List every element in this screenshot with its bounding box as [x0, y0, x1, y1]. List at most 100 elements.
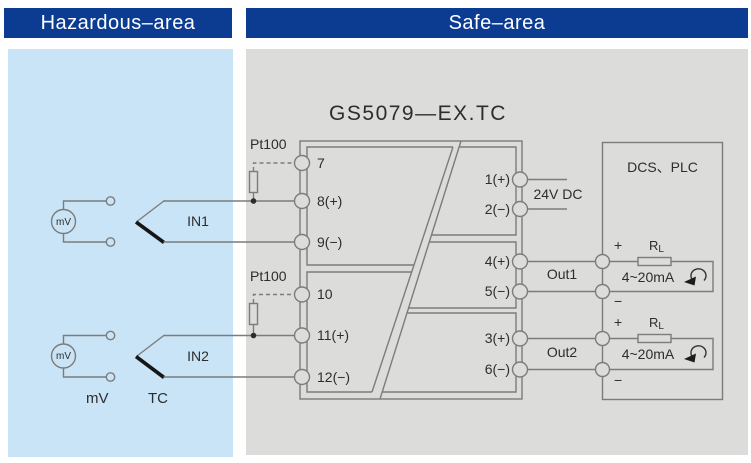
pt100-option-2 — [248, 293, 295, 339]
terminal-4-circle — [511, 253, 529, 270]
in2-input-circuit — [50, 330, 295, 382]
terminal-6-circle — [511, 361, 529, 378]
out2-loop-arrowhead-icon — [684, 353, 696, 363]
in1-source-top-wire — [62, 200, 106, 210]
out1-range-label: 4~20mA — [621, 269, 675, 285]
out1-loop-arrow-icon — [690, 268, 707, 281]
pt100-1-junction-dot — [250, 198, 257, 204]
isolator-outer-frame — [299, 140, 523, 400]
in2-source-bottom-wire — [62, 368, 106, 378]
in2-label: IN2 — [187, 347, 209, 364]
safe-area-panel — [246, 49, 748, 455]
in1-source-terminal-top — [105, 196, 116, 206]
in2-source-terminal-bottom — [105, 372, 116, 382]
in1-source-bottom-wire — [62, 233, 106, 243]
terminal-7-label: 7 — [317, 154, 325, 171]
terminal-12-circle — [293, 368, 311, 386]
terminal-3-circle — [511, 330, 529, 347]
power-section-box — [431, 146, 517, 236]
isolation-barrier-right-diagonal — [379, 140, 462, 400]
terminal-10-circle — [293, 286, 311, 303]
terminal-2-label: 2(−) — [484, 200, 510, 217]
in1-mv-source-label: mV — [56, 216, 71, 228]
out1-load-resistor-icon — [637, 256, 672, 267]
in2-mv-source-label: mV — [56, 351, 71, 362]
out2-rl-main: R — [649, 315, 659, 330]
in1-mv-source-icon — [50, 208, 77, 235]
dcs-plc-label: DCS、PLC — [627, 159, 698, 175]
out1-rl-main: R — [649, 237, 659, 253]
in1-source-terminal-bottom — [105, 237, 116, 247]
terminal-3-label: 3(+) — [484, 330, 510, 346]
dcs-out2-plus-terminal — [594, 330, 611, 347]
pt100-1-dashed-link — [252, 162, 295, 171]
terminal-10-label: 10 — [317, 286, 333, 302]
out2-load-resistor-icon — [637, 333, 672, 344]
out2-loop-arrow-icon — [690, 345, 707, 358]
mv-legend-label: mV — [86, 390, 109, 407]
terminal-11-label: 11(+) — [317, 327, 350, 343]
out1-loop-wire-b — [609, 260, 714, 293]
pt100-2-junction-dot — [250, 332, 257, 339]
terminal-9-circle — [293, 233, 311, 251]
in1-label: IN1 — [187, 213, 209, 229]
pt100-1-resistor-icon — [248, 170, 259, 194]
terminal-8-circle — [293, 192, 311, 210]
out2-load-resistor-label: RL — [649, 315, 664, 332]
out2-range-label: 4~20mA — [621, 345, 675, 362]
in2-source-top-wire — [62, 334, 106, 344]
output1-section-box — [408, 241, 517, 309]
terminal-8-label: 8(+) — [317, 192, 343, 209]
in1-tc-positive-leg — [136, 199, 165, 223]
in1-tc-negative-leg-icon — [134, 220, 166, 244]
terminal-1-circle — [511, 171, 529, 188]
isolation-barrier-left-diagonal — [371, 146, 454, 393]
terminal-11-circle — [293, 327, 311, 344]
terminal-5-circle — [511, 283, 529, 300]
terminal-4-label: 4(+) — [484, 253, 510, 269]
pt100-label-1: Pt100 — [250, 136, 287, 152]
dcs-plc-box — [601, 141, 724, 401]
terminal-circles — [293, 154, 611, 386]
in2-tc-positive-leg — [136, 334, 165, 357]
hazardous-area-panel — [8, 49, 233, 457]
out2-label: Out2 — [546, 343, 578, 360]
out2-rl-sub: L — [658, 321, 664, 332]
safe-area-header: Safe–area — [246, 8, 748, 38]
in2-mv-source-icon — [50, 343, 77, 369]
pt100-2-resistor-icon — [248, 302, 259, 326]
power-supply-label: 24V DC — [533, 185, 583, 202]
tc-legend-label: TC — [148, 390, 168, 407]
terminal-9-label: 9(−) — [317, 233, 343, 250]
safe-side-wiring — [527, 141, 724, 401]
device-title: GS5079—EX.TC — [329, 102, 507, 125]
out1-plus-sign: + — [614, 237, 623, 253]
loop-direction-arrows — [684, 268, 707, 363]
pt100-2-dashed-link — [252, 293, 295, 303]
in2-source-terminal-top — [105, 330, 116, 341]
out1-load-resistor-label: RL — [649, 237, 664, 255]
terminal-2-circle — [511, 200, 529, 218]
terminal-12-label: 12(−) — [317, 368, 351, 385]
terminal-5-label: 5(−) — [484, 283, 510, 299]
out2-loop-wire-b — [609, 337, 714, 371]
pt100-option-1 — [248, 162, 295, 204]
terminal-6-label: 6(−) — [484, 361, 510, 377]
dcs-out1-minus-terminal — [594, 283, 611, 300]
out1-label: Out1 — [546, 266, 578, 282]
out2-minus-sign: − — [614, 371, 623, 388]
out1-minus-sign: − — [614, 292, 623, 309]
output2-section-box — [382, 312, 517, 393]
dcs-out2-minus-terminal — [594, 361, 611, 378]
terminal-1-label: 1(+) — [484, 171, 510, 187]
out1-rl-sub: L — [658, 243, 664, 255]
in2-tc-negative-leg-icon — [134, 355, 166, 379]
pt100-label-2: Pt100 — [250, 268, 287, 284]
terminal-7-circle — [293, 154, 311, 172]
dcs-out1-plus-terminal — [594, 253, 611, 270]
out2-plus-sign: + — [614, 314, 623, 330]
in1-input-circuit — [50, 196, 295, 247]
hazardous-area-header: Hazardous–area — [4, 8, 232, 38]
